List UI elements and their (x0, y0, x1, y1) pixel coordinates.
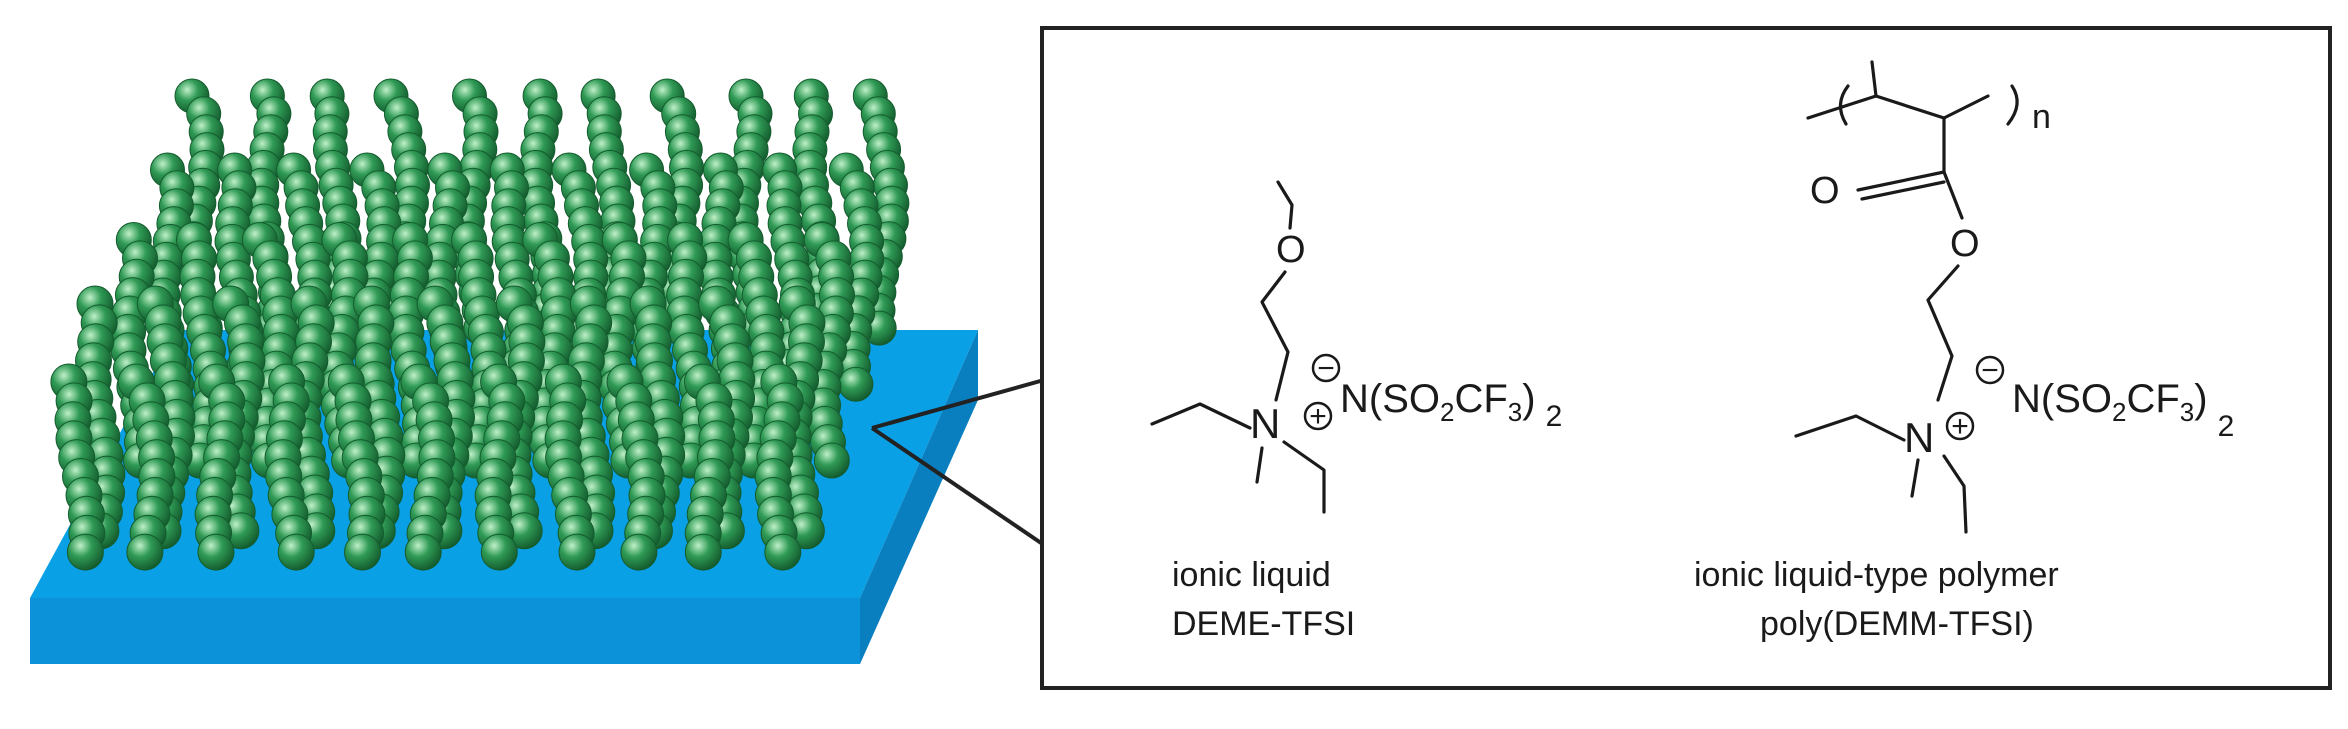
callout-line-upper (871, 378, 1045, 430)
monomer-bead (684, 533, 722, 571)
plus-charge-ring-right (1945, 411, 1975, 441)
polymer-chain (606, 363, 666, 571)
ethyl-left-bonds-right (1794, 414, 1906, 442)
structure-inset-box (1040, 26, 2332, 690)
ethyl-right-bonds-right (1942, 454, 1968, 534)
polymer-chain (400, 363, 456, 571)
monomer-bead (838, 366, 874, 402)
brush-row (50, 363, 804, 571)
ethyl-right-bonds (1282, 440, 1326, 514)
repeat-bracket-right (2006, 84, 2019, 126)
polymer-brush-array (50, 78, 910, 571)
substrate-side-face (860, 330, 978, 664)
deme-caption-line1: ionic liquid (1172, 556, 1331, 594)
alpha-methyl-bond (1870, 60, 1878, 98)
monomer-bead (344, 533, 381, 571)
ether-chain-bonds (1260, 270, 1290, 402)
carbonyl-double-bond-a (1856, 170, 1946, 192)
minus-charge-ring (1311, 353, 1341, 383)
monomer-bead (620, 533, 658, 571)
monomer-bead (66, 533, 104, 571)
polymer-chain (754, 363, 804, 571)
ester-oxygen-atom: O (1950, 223, 1980, 265)
monomer-bead (813, 442, 850, 479)
repeat-bracket-left (1838, 84, 1850, 126)
ammonium-nitrogen-atom-right: N (1904, 414, 1934, 461)
monomer-bead (197, 533, 235, 571)
carbonyl-double-bond-b (1860, 180, 1946, 201)
minus-charge-symbol-right: − (1981, 354, 1999, 387)
plus-charge-symbol-right: + (1951, 410, 1969, 443)
callout-line-lower (870, 426, 1046, 547)
tfsi-anion-formula: N(SO2CF3)2 (1340, 377, 1562, 433)
methyl-bond (1276, 180, 1294, 230)
ammonium-nitrogen-atom: N (1250, 400, 1280, 447)
polymer-chain (327, 363, 386, 571)
monomer-bead (764, 533, 802, 571)
poly-caption-line2: poly(DEMM-TFSI) (1760, 605, 2034, 643)
monomer-bead (480, 533, 518, 571)
polymer-chain (474, 363, 526, 571)
monomer-bead (558, 533, 596, 571)
ether-oxygen-atom: O (1276, 229, 1306, 271)
poly-demm-tfsi-structure: n O O − N + N(SO2CF3)2 ionic liquid-type… (1694, 60, 2234, 643)
monomer-bead (126, 533, 164, 571)
deme-caption-line2: DEME-TFSI (1172, 605, 1355, 643)
tfsi-anion-formula-right: N(SO2CF3)2 (2012, 377, 2234, 443)
polymer-chain (544, 363, 596, 571)
monomer-bead (277, 533, 315, 571)
callout-lines (870, 378, 1046, 547)
carbonyl-to-ester-bond (1942, 170, 1964, 220)
polymer-chain (564, 285, 616, 550)
polymer-chain (117, 363, 176, 571)
ester-chain-bonds (1926, 264, 1960, 402)
minus-charge-symbol: − (1317, 352, 1335, 385)
methyl-down-bond (1255, 446, 1264, 484)
polymer-chain (50, 363, 106, 571)
poly-caption-line1: ionic liquid-type polymer (1694, 556, 2059, 594)
plus-charge-symbol: + (1309, 400, 1327, 433)
ethyl-left-bonds (1150, 402, 1252, 430)
polymer-chain (683, 363, 736, 571)
plus-charge-ring (1303, 401, 1333, 431)
minus-charge-ring-right (1975, 355, 2005, 385)
carbonyl-oxygen-atom: O (1810, 170, 1840, 212)
monomer-bead (404, 533, 442, 571)
polymer-chain (264, 363, 315, 571)
substrate-front-face (30, 598, 860, 664)
methyl-down-bond-right (1910, 458, 1920, 498)
repeat-unit-n: n (2032, 98, 2051, 136)
polymer-chain (194, 363, 246, 571)
deme-tfsi-structure: O − N + N(SO2CF3)2 ionic liquid DEME-TFS… (1150, 180, 1562, 643)
